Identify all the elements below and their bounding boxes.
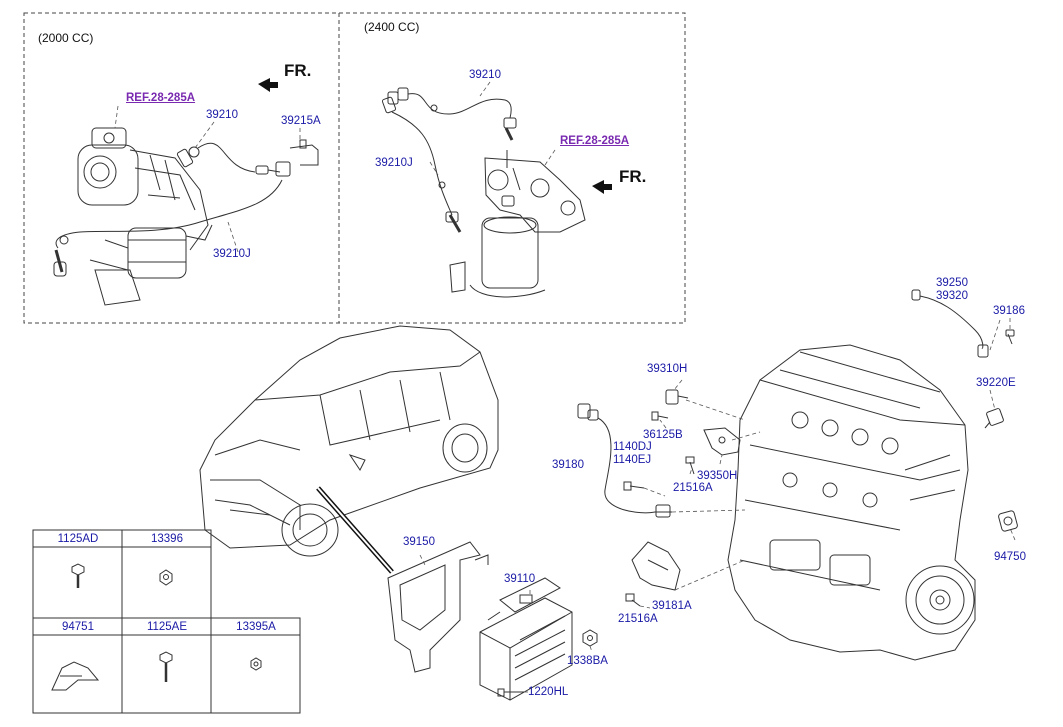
part-label-39210J[interactable]: 39210J xyxy=(375,157,413,169)
exhaust-manifold-2400 xyxy=(449,150,586,298)
section-frames xyxy=(23,12,686,324)
part-label-21516A[interactable]: 21516A xyxy=(673,482,713,494)
bracket-39350H xyxy=(703,427,741,456)
section-label-2400cc: (2400 CC) xyxy=(364,20,420,34)
table-header-13396[interactable]: 13396 xyxy=(151,533,183,545)
table-header-94751[interactable]: 94751 xyxy=(62,621,94,633)
part-label-39215A[interactable]: 39215A xyxy=(281,115,321,127)
part-label-39181A[interactable]: 39181A xyxy=(652,600,692,612)
table-header-13395A[interactable]: 13395A xyxy=(236,621,276,633)
oxygen-sensor-2400-lower xyxy=(381,96,462,233)
table-header-1125AE[interactable]: 1125AE xyxy=(146,621,188,633)
part-label-1220HL[interactable]: 1220HL xyxy=(528,686,569,698)
leader-lines xyxy=(114,81,1016,693)
sensor-39310H xyxy=(665,389,689,405)
fastener-icons xyxy=(51,563,262,691)
knock-sensor-94750 xyxy=(998,510,1018,532)
part-label-39250[interactable]: 39250 xyxy=(936,277,968,289)
section-label-2000cc: (2000 CC) xyxy=(38,31,94,45)
part-label-39210[interactable]: 39210 xyxy=(469,69,501,81)
ecu-module xyxy=(479,577,573,701)
part-label-39220E[interactable]: 39220E xyxy=(976,377,1016,389)
shield-39181A xyxy=(631,541,681,591)
sensor-39220E xyxy=(984,408,1004,429)
part-label-1140DJ[interactable]: 1140DJ xyxy=(613,441,652,453)
part-label-39180[interactable]: 39180 xyxy=(552,459,584,471)
oxygen-sensor-2000-lower xyxy=(53,179,283,277)
part-label-39350H[interactable]: 39350H xyxy=(697,470,738,482)
bracket-2000 xyxy=(275,139,319,177)
exhaust-manifold-2000 xyxy=(77,127,213,306)
bolt-21516A-upper xyxy=(685,456,695,475)
table-header-1125AD[interactable]: 1125AD xyxy=(57,533,99,545)
part-label-94750[interactable]: 94750 xyxy=(994,551,1026,563)
part-label-21516A[interactable]: 21516A xyxy=(618,613,658,625)
engine-block xyxy=(727,344,976,661)
bolt-1140DJ xyxy=(623,481,645,491)
nut-1338BA xyxy=(582,629,598,647)
part-label-36125B[interactable]: 36125B xyxy=(643,429,683,441)
part-label-1140EJ[interactable]: 1140EJ xyxy=(613,454,652,466)
ecu-location-callout xyxy=(316,486,394,574)
part-label-39320[interactable]: 39320 xyxy=(936,290,968,302)
fastener-table xyxy=(32,529,301,714)
front-direction-label: FR. xyxy=(284,61,312,80)
part-label-39150[interactable]: 39150 xyxy=(403,536,435,548)
cam-sensor-39250 xyxy=(911,289,989,358)
part-label-39186[interactable]: 39186 xyxy=(993,305,1025,317)
part-label-39210[interactable]: 39210 xyxy=(206,109,238,121)
part-label-39110[interactable]: 39110 xyxy=(504,573,536,585)
oxygen-sensor-2000-upper xyxy=(176,142,281,175)
bolt-36125B xyxy=(651,411,669,421)
bolt-39186 xyxy=(1005,329,1015,345)
bolt-21516A-lower xyxy=(625,593,641,607)
part-label-39210J[interactable]: 39210J xyxy=(213,248,251,260)
reference-link[interactable]: REF.28-285A xyxy=(126,92,196,104)
bolt-1220HL xyxy=(497,688,524,697)
reference-link[interactable]: REF.28-285A xyxy=(560,135,630,147)
vehicle-illustration xyxy=(199,325,499,557)
front-direction-label: FR. xyxy=(619,167,647,186)
part-label-39310H[interactable]: 39310H xyxy=(647,363,688,375)
part-label-1338BA[interactable]: 1338BA xyxy=(567,655,608,667)
fr-arrow-icon xyxy=(258,78,612,194)
oxygen-sensor-2400-upper xyxy=(387,87,517,141)
crank-sensor-39180 xyxy=(577,403,672,518)
ecu-bracket xyxy=(387,541,489,673)
